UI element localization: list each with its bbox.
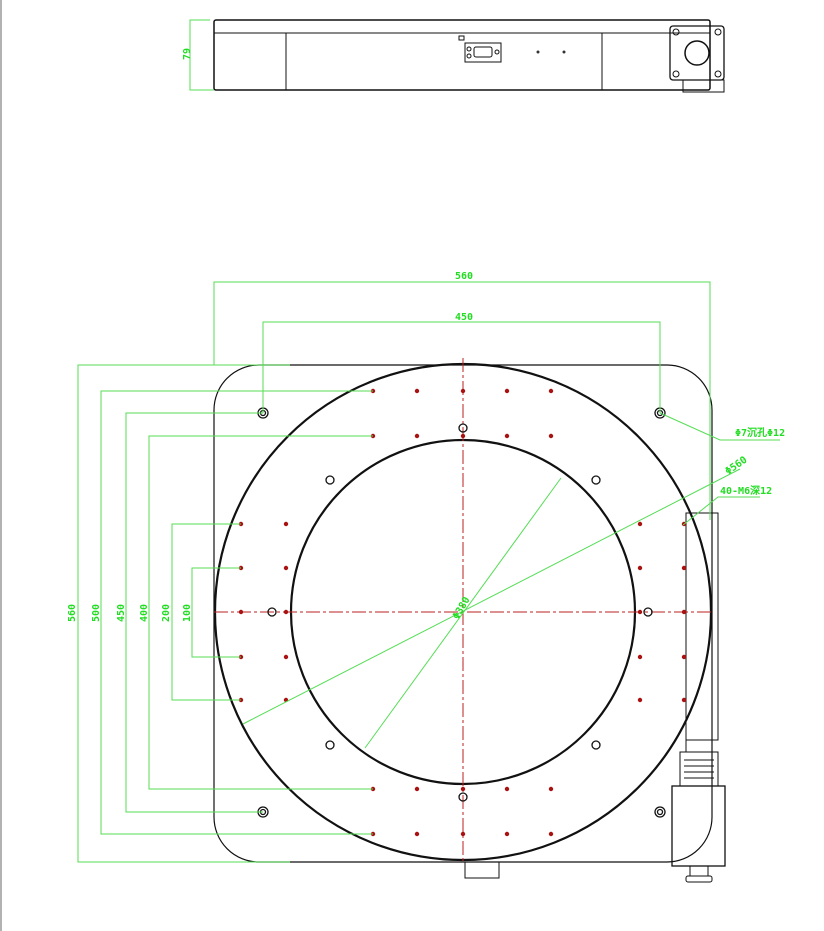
threaded-hole [637,654,643,660]
vertical-400-label: 400 [139,604,150,622]
threaded-hole [504,388,510,394]
vertical-500-label: 500 [91,604,102,622]
vertical-450-label: 450 [116,604,127,622]
threaded-hole [504,786,510,792]
threaded-hole [283,654,289,660]
threaded-hole [637,565,643,571]
threaded-hole [637,609,643,615]
threaded-hole [681,697,687,703]
mounting-hole [591,740,601,750]
threaded-hole [283,521,289,527]
threaded-hole [460,388,466,394]
threaded-hole [283,609,289,615]
counterbore-note: Φ7沉孔Φ12 [735,426,785,439]
threaded-hole [414,388,420,394]
serial-port-icon [464,42,502,63]
mounting-hole [267,607,277,617]
vertical-100-label: 100 [182,604,193,622]
width-560-label: 560 [455,271,473,282]
vertical-200-label: 200 [161,604,172,622]
threaded-hole [504,433,510,439]
spacing-450-label: 450 [455,312,473,323]
threaded-hole [548,433,554,439]
outer-diameter-note: Φ560 [723,455,749,478]
mounting-hole [458,792,468,802]
stepper-motor [671,739,726,883]
threaded-hole [681,654,687,660]
threaded-hole [414,433,420,439]
mounting-hole [656,808,664,816]
threaded-hole [283,565,289,571]
side-view: 79 [182,19,725,93]
threaded-hole [637,697,643,703]
threaded-hole [548,786,554,792]
threaded-hole [460,786,466,792]
threaded-hole [460,831,466,837]
threaded-hole [637,521,643,527]
mounting-hole [591,475,601,485]
bottom-connector [464,861,500,879]
mounting-hole [654,806,666,818]
threaded-hole [414,831,420,837]
stepper-motor-end-view [669,25,725,93]
threaded-hole [238,609,244,615]
threaded-hole [460,433,466,439]
threaded-hole [548,388,554,394]
mounting-hole [325,740,335,750]
mounting-hole [458,423,468,433]
threaded-hole [414,786,420,792]
threaded-hole [504,831,510,837]
threaded-hole [548,831,554,837]
threaded-hole [681,565,687,571]
top-view [77,281,780,883]
side-height-label: 79 [182,48,193,60]
vertical-560-label: 560 [67,604,78,622]
mounting-hole [643,607,653,617]
threaded-hole [681,609,687,615]
thread-note: 40-M6深12 [720,484,772,497]
mounting-hole [325,475,335,485]
